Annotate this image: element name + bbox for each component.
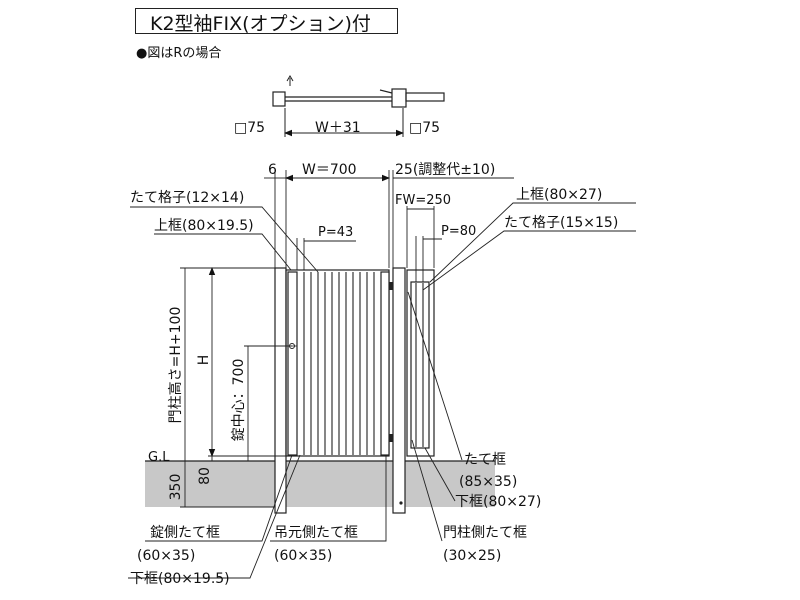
- lock-stile-label: 錠側たて框: [150, 525, 220, 541]
- plan-right-post: [391, 88, 407, 108]
- hinge-stile-label: 吊元側たて框: [274, 525, 358, 541]
- leader-lines: [128, 202, 636, 579]
- fix-stile-size-label: (85×35): [459, 474, 517, 490]
- height-label: H: [196, 355, 212, 366]
- diagram-title: K2型袖FIX(オプション)付: [150, 13, 371, 35]
- gap-left-label: 6: [268, 162, 277, 178]
- fix-inner-frame: [410, 281, 430, 449]
- gate-top-rail-label: 上框(80×19.5): [154, 218, 254, 234]
- plan-left-post: [272, 91, 286, 107]
- post-stile-label: 門柱側たて框: [443, 525, 527, 541]
- ground-stop: [399, 501, 403, 505]
- pitch-gate-label: P=43: [318, 225, 353, 240]
- lock-center-label: 錠中心：700: [231, 359, 247, 442]
- plan-width-label: W＋31: [315, 120, 361, 136]
- fix-bars-label: たて格子(15×15): [504, 215, 618, 231]
- plan-right-post-label: □75: [409, 120, 440, 136]
- plan-view: [272, 75, 445, 137]
- title-box: [135, 8, 398, 34]
- fix-panel: [406, 269, 435, 457]
- pitch-fix-label: P=80: [441, 224, 476, 239]
- hinge-stile-size-label: (60×35): [274, 548, 332, 564]
- right-post: [392, 267, 406, 514]
- gate-bars: [303, 272, 375, 455]
- lock-stile: [287, 271, 298, 456]
- fix-bottom-rail-label: 下框(80×27): [455, 494, 541, 510]
- diagram-note: ●図はRの場合: [136, 46, 222, 61]
- post-height-label: 門柱高さ=H+100: [167, 307, 184, 424]
- hinge-stile: [380, 271, 390, 456]
- elevation-view: [274, 267, 435, 514]
- adjust-label: 25(調整代±10): [395, 162, 495, 178]
- gl-label: G.L: [148, 450, 170, 465]
- gate-width-label: W＝700: [302, 162, 357, 178]
- post-stile-size-label: (30×25): [443, 548, 501, 564]
- fix-bars: [415, 283, 424, 447]
- plan-left-post-label: □75: [234, 120, 265, 136]
- fix-top-rail-label: 上框(80×27): [516, 187, 602, 203]
- bottom-hinge: [389, 434, 393, 442]
- gate-bars-label: たて格子(12×14): [130, 190, 244, 206]
- lock-stile-size-label: (60×35): [137, 548, 195, 564]
- depth-350-label: 350: [168, 474, 184, 501]
- fix-width-label: FW=250: [395, 193, 451, 208]
- plan-fix: [405, 92, 445, 102]
- dimension-lines: [180, 170, 514, 508]
- depth-80-label: 80: [197, 467, 213, 485]
- fix-stile-label: たて框: [464, 452, 506, 468]
- gate-bottom-rail-label: 下框(80×19.5): [130, 571, 230, 587]
- top-hinge: [389, 282, 393, 290]
